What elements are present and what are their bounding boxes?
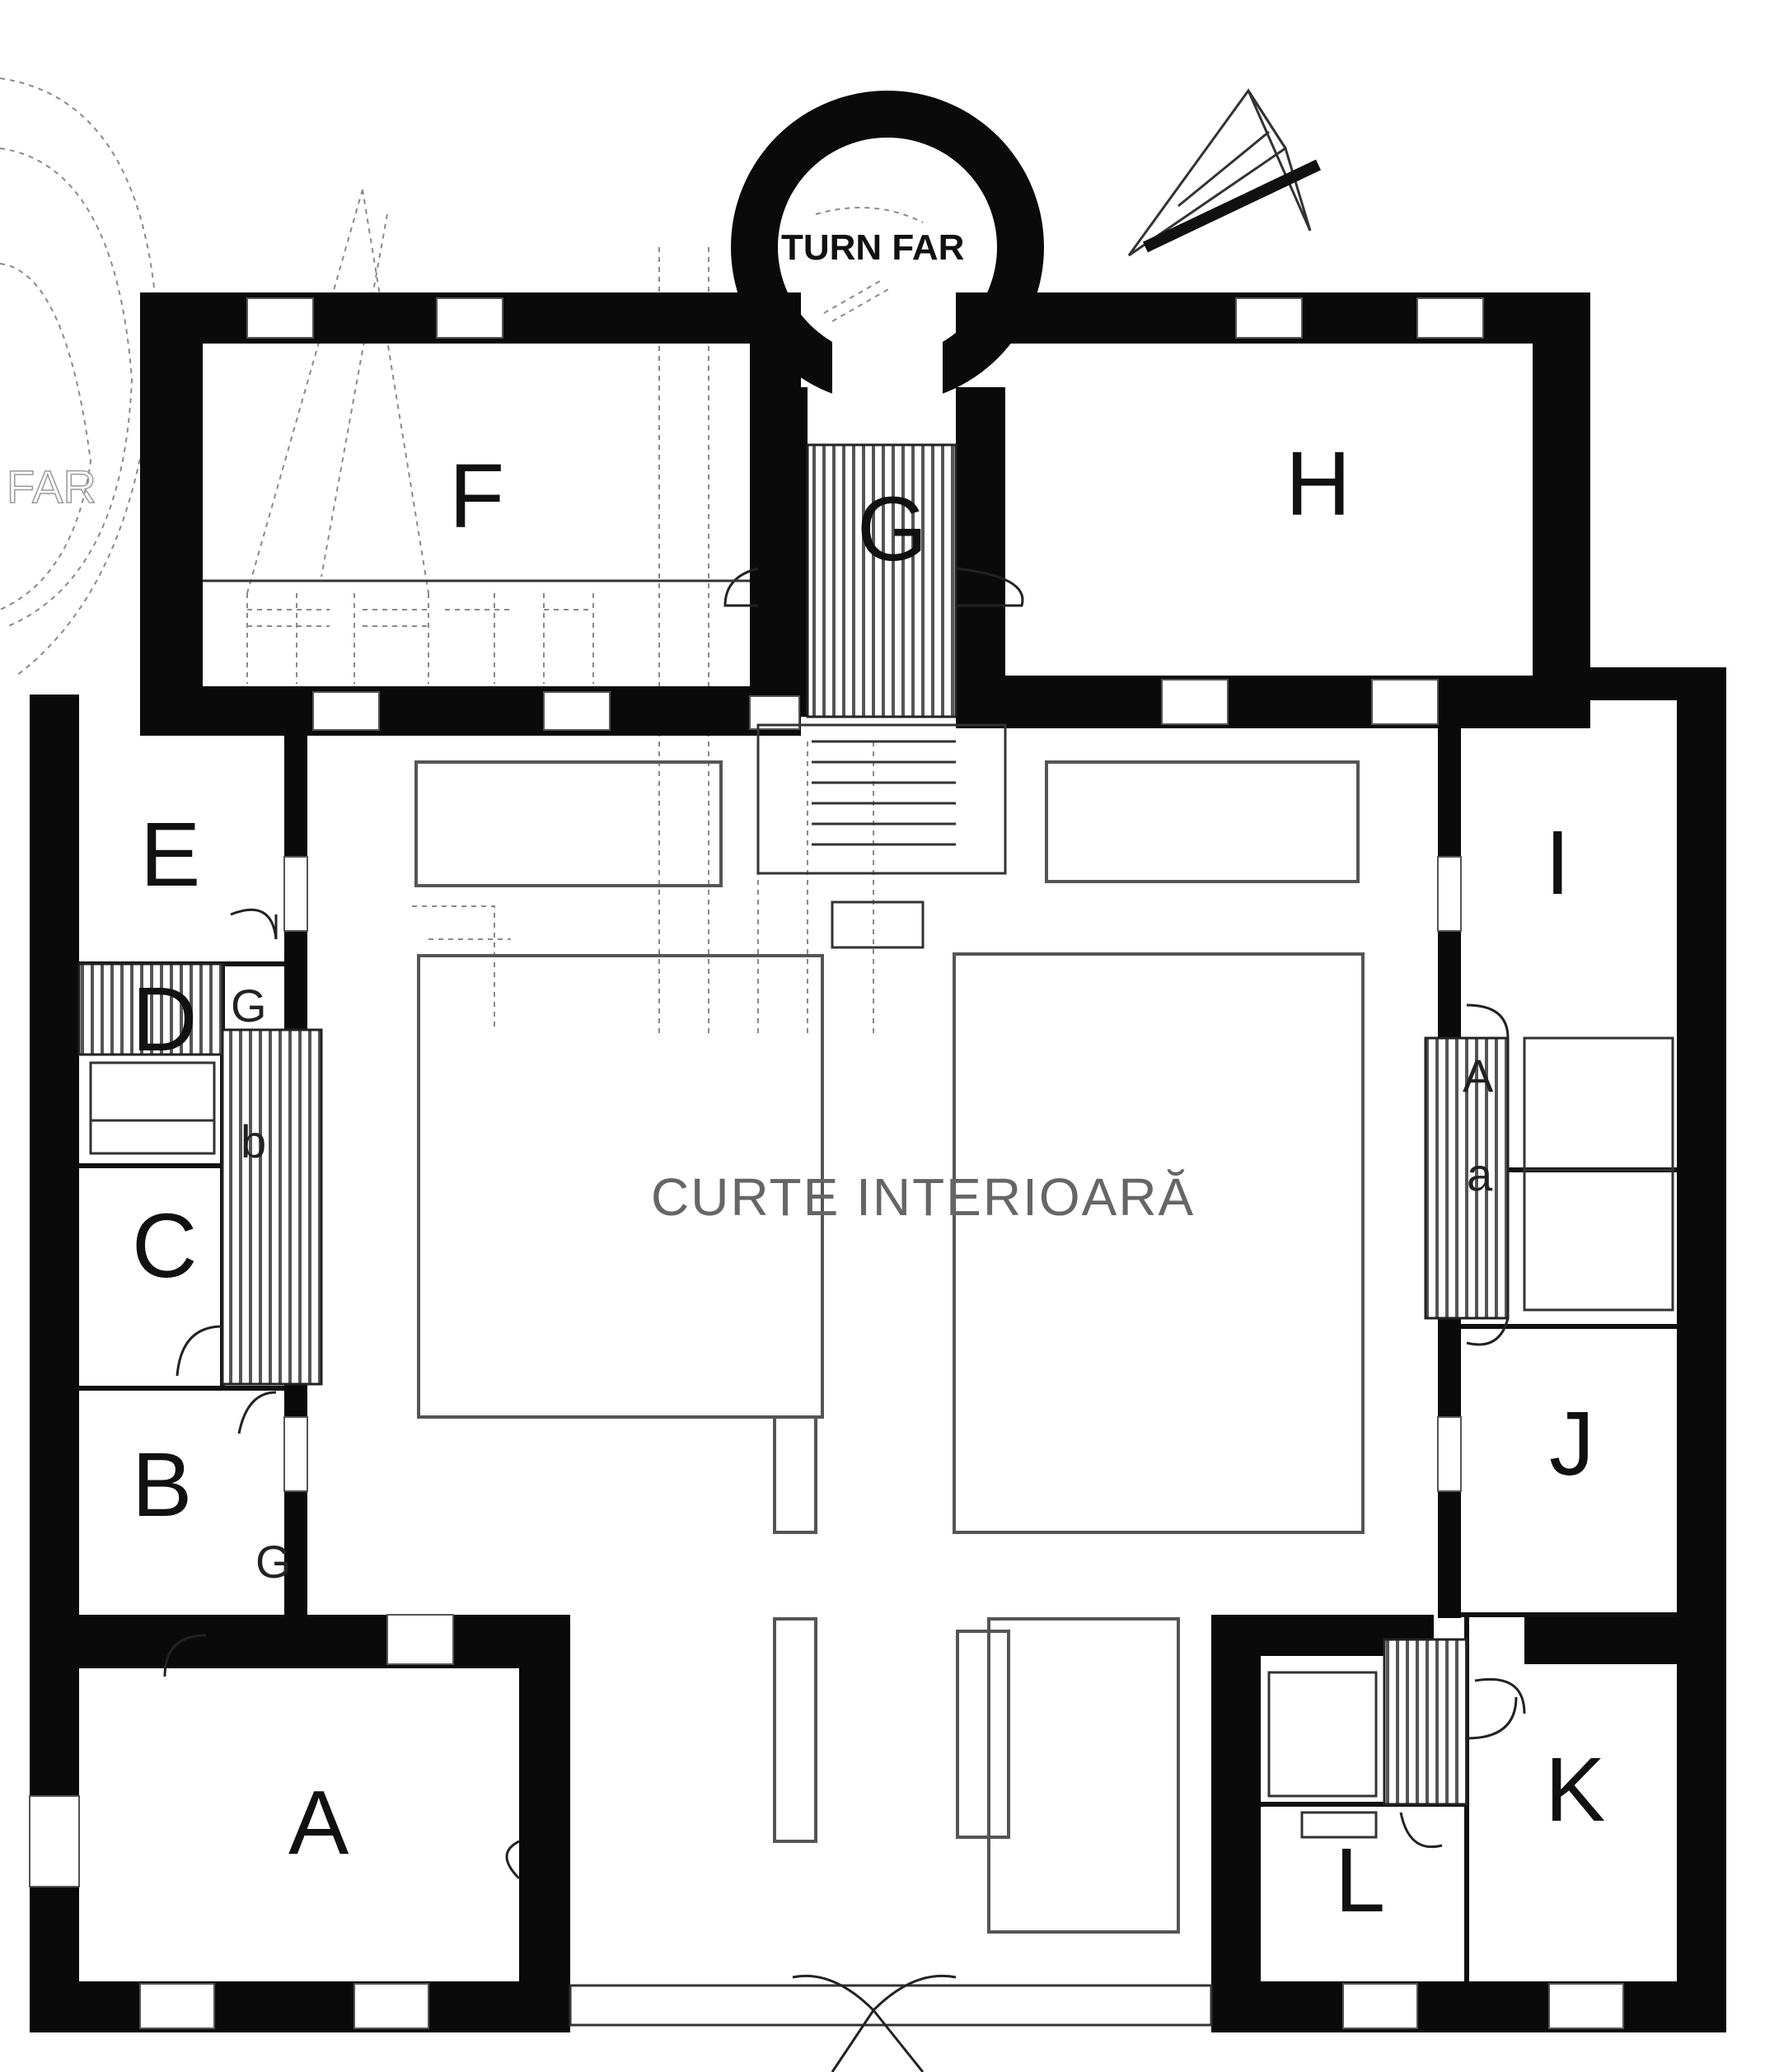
room-g-hatch	[806, 443, 957, 718]
north-wing-walls	[140, 292, 1590, 736]
room-label-l: L	[1335, 1830, 1385, 1931]
north-arrow-icon	[1127, 88, 1322, 257]
main-walls	[29, 667, 1726, 2032]
courtyard-label: CURTE INTERIOARĂ	[651, 1167, 1195, 1227]
doors	[163, 908, 1526, 2072]
tower-label: TURN FAR	[781, 227, 964, 268]
room-label-j: J	[1549, 1393, 1594, 1494]
room-label-d: D	[132, 969, 197, 1070]
room-l-hatch	[1383, 1638, 1468, 1806]
small-label-b: b	[241, 1116, 266, 1167]
room-label-g: G	[857, 479, 928, 580]
small-label-g-lower: G	[255, 1536, 292, 1588]
courtyard-features	[414, 723, 1365, 1934]
west-corridor-hatch	[221, 1028, 323, 1386]
small-label-g-upper: G	[231, 980, 267, 1031]
ghost-far-label: FAR	[7, 461, 96, 512]
bathroom-fixtures	[89, 1036, 1674, 1839]
door-g	[955, 567, 1024, 607]
room-label-f: F	[449, 446, 504, 547]
ghost-overlay: FAR	[0, 77, 990, 1038]
room-label-i: I	[1545, 812, 1571, 914]
room-label-a: A	[288, 1772, 349, 1873]
room-label-c: C	[132, 1195, 197, 1297]
room-f-detail	[203, 579, 750, 684]
small-label-a-upper: A	[1463, 1050, 1494, 1101]
room-label-b: B	[132, 1434, 192, 1536]
east-corridor-hatch	[1424, 1036, 1510, 1320]
room-d-hatch	[77, 962, 224, 1056]
room-label-k: K	[1545, 1739, 1605, 1840]
room-labels: A B C D E F G H I J K L CURTE INTERIOARĂ…	[132, 433, 1605, 1931]
small-label-a-mid: a	[1467, 1148, 1493, 1200]
room-label-h: H	[1285, 433, 1351, 535]
room-label-e: E	[140, 804, 200, 905]
